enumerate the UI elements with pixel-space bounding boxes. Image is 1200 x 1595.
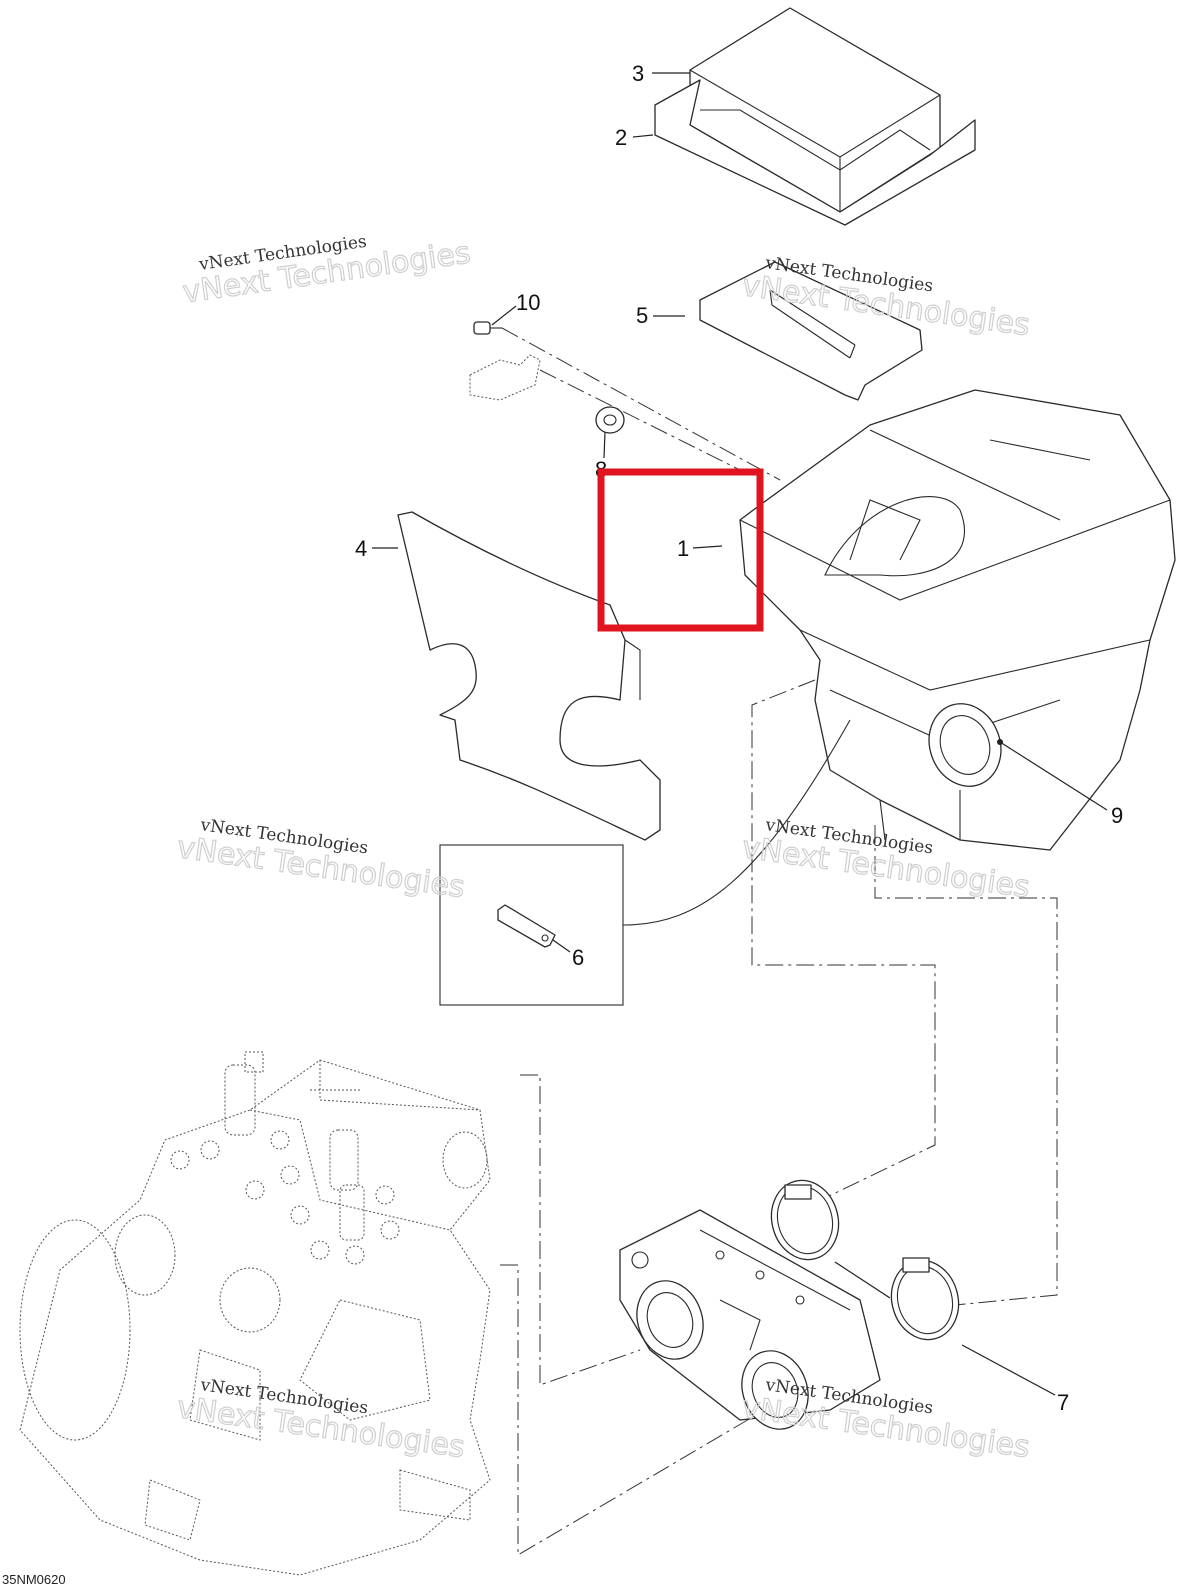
- leader-7-b: [834, 1261, 891, 1299]
- bracket: [469, 354, 541, 401]
- leader-2: [632, 134, 654, 138]
- callout-7: 7: [1057, 1390, 1069, 1415]
- leader-1: [692, 545, 723, 549]
- assembly-line-10: [501, 327, 781, 481]
- callout-3: 3: [632, 61, 644, 86]
- watermark-bottom-right: vNext Technologies vNext Technologies: [739, 1375, 1032, 1466]
- part-2-foam-frame[interactable]: [654, 79, 976, 226]
- part-5-plate[interactable]: [699, 261, 923, 401]
- part-8-grommet[interactable]: [595, 406, 625, 434]
- callout-1: 1: [677, 536, 689, 561]
- part-9-adaptor-ring[interactable]: [918, 694, 1013, 797]
- leader-9-dot: [997, 739, 1003, 745]
- part-10-screw[interactable]: [473, 321, 502, 335]
- leader-8: [603, 431, 606, 459]
- routing-line-d: [500, 1264, 791, 1556]
- callout-4: 4: [355, 536, 367, 561]
- watermark-mid-left: vNext Technologies vNext Technologies: [174, 815, 467, 906]
- part-7-clamp-upper[interactable]: [763, 1173, 847, 1267]
- callout-9: 9: [1111, 803, 1123, 828]
- routing-line-c: [520, 1074, 641, 1386]
- leader-6: [552, 939, 571, 953]
- leader-9: [999, 741, 1108, 811]
- watermark-bottom-left: vNext Technologies vNext Technologies: [174, 1375, 467, 1466]
- callout-10: 10: [516, 290, 540, 315]
- routing-line-a: [751, 679, 936, 1211]
- highlight-box-part-1: [597, 468, 764, 632]
- callout-5: 5: [636, 303, 648, 328]
- part-6-label[interactable]: [497, 904, 556, 948]
- part-6-detail-box: [439, 719, 851, 1006]
- leader-7: [961, 1344, 1056, 1396]
- callout-2: 2: [615, 125, 627, 150]
- callout-6: 6: [572, 945, 584, 970]
- drawing-code: 35NM0620: [2, 1572, 66, 1587]
- watermark-top-left: vNext Technologies vNext Technologies: [180, 232, 473, 311]
- routing-line-b: [874, 825, 1058, 1306]
- carburetor-assembly: [619, 1209, 881, 1430]
- part-7-clamp-lower[interactable]: [883, 1253, 967, 1347]
- engine-reference: [19, 1051, 491, 1576]
- part-4-foam-seal[interactable]: [397, 511, 661, 841]
- leader-10: [491, 305, 517, 326]
